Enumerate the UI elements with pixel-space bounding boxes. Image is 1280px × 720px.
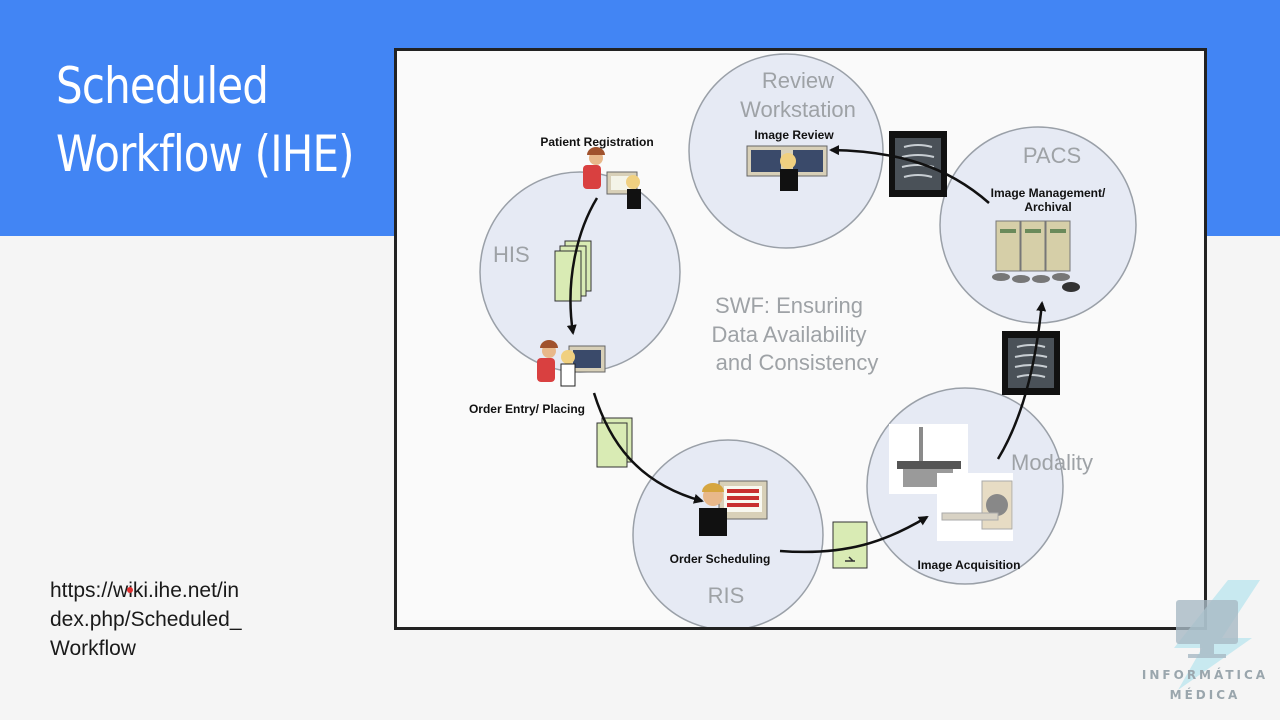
image-acquisition-label: Image Acquisition	[918, 558, 1021, 572]
arrow-pacs-to-review	[829, 145, 990, 204]
image-management-label-line2: Archival	[1024, 200, 1071, 214]
source-url-text: https://wiki.ihe.net/index.php/Scheduled…	[50, 579, 242, 660]
center-text-line1: SWF: Ensuring	[715, 293, 863, 318]
ris-circle	[632, 439, 824, 627]
order-scheduling-icon	[699, 480, 768, 536]
review-label-line2: Workstation	[740, 97, 856, 122]
image-management-label-line1: Image Management/	[991, 186, 1106, 200]
logo-text-line2: MÉDICA	[1169, 688, 1241, 702]
xray-film-review-icon	[889, 131, 947, 197]
arrow-registration-to-order	[566, 197, 599, 335]
swf-diagram-svg: HIS Review Workstation PACS Modality RIS…	[469, 53, 1137, 627]
source-link[interactable]: https://wiki.ihe.net/index.php/Scheduled…	[50, 576, 250, 663]
patient-registration-label: Patient Registration	[540, 135, 653, 149]
slide-title-line1: Scheduled	[56, 57, 269, 115]
his-label: HIS	[493, 242, 530, 267]
workflow-arrows	[566, 145, 1047, 554]
center-text-line3: and Consistency	[716, 350, 879, 375]
image-review-label: Image Review	[754, 128, 834, 142]
arrow-order-to-scheduling	[592, 392, 704, 504]
order-scheduling-label: Order Scheduling	[670, 552, 771, 566]
arrow-acquisition-to-pacs	[996, 301, 1047, 460]
order-entry-label: Order Entry/ Placing	[469, 402, 585, 416]
order-documents-icon	[596, 417, 633, 468]
slide-title: Scheduled Workflow (IHE)	[56, 52, 355, 188]
slide-title-line2: Workflow (IHE)	[56, 125, 355, 183]
pacs-server-icon	[992, 220, 1080, 292]
his-documents-icon	[554, 240, 592, 302]
cursor-dot	[127, 587, 133, 593]
patient-registration-icon	[583, 147, 641, 209]
arrow-scheduling-to-acquisition	[779, 515, 929, 554]
pacs-label: PACS	[1023, 143, 1081, 168]
swf-diagram: HIS Review Workstation PACS Modality RIS…	[394, 48, 1207, 630]
xray-film-icon	[1002, 331, 1060, 395]
image-review-workstation-icon	[746, 145, 828, 191]
ris-label: RIS	[708, 583, 745, 608]
center-text-line2: Data Availability	[712, 322, 867, 347]
ct-scanner-icon	[937, 473, 1013, 541]
logo-text-line1: INFORMÁTICA	[1141, 668, 1269, 682]
order-entry-icon	[537, 340, 606, 387]
modality-label: Modality	[1011, 450, 1093, 475]
review-label-line1: Review	[762, 68, 834, 93]
informatica-medica-logo-icon	[1174, 580, 1260, 690]
